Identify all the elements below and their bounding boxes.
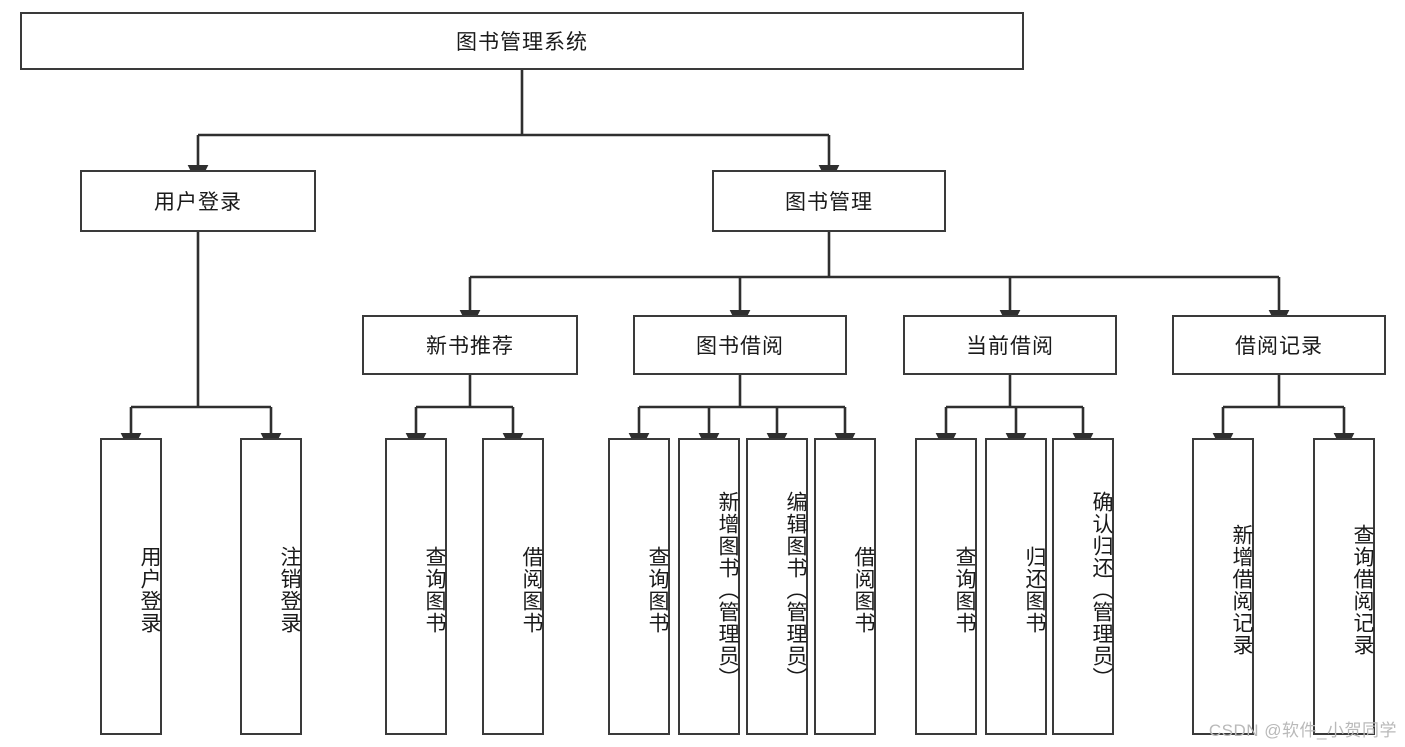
node-label: 图书管理系统 [456,31,588,54]
node-label: 查询图书 [423,545,446,634]
node-root-0-图书管理系统[interactable]: 图书管理系统 [20,12,1024,70]
node-leaf-1-注销登录[interactable]: 注销登录 [240,438,302,735]
node-level3-3-借阅记录[interactable]: 借阅记录 [1172,315,1386,375]
node-level2-1-图书管理[interactable]: 图书管理 [712,170,946,232]
node-label: 查询图书 [646,545,669,634]
node-label: 查询图书 [953,545,976,634]
node-leaf-0-用户登录[interactable]: 用户登录 [100,438,162,735]
node-label: 当前借阅 [966,335,1054,358]
node-label: 查询借阅记录 [1351,523,1374,656]
node-leaf-12-查询借阅记录[interactable]: 查询借阅记录 [1313,438,1375,735]
node-leaf-7-借阅图书[interactable]: 借阅图书 [814,438,876,735]
node-leaf-6-编辑图书管理员[interactable]: 编辑图书（管理员） [746,438,808,735]
node-label: 借阅图书 [520,545,543,634]
node-level3-2-当前借阅[interactable]: 当前借阅 [903,315,1117,375]
node-leaf-5-新增图书管理员[interactable]: 新增图书（管理员） [678,438,740,735]
node-leaf-2-查询图书[interactable]: 查询图书 [385,438,447,735]
node-label: 新增图书（管理员） [716,490,739,689]
node-label: 编辑图书（管理员） [784,490,807,689]
node-level2-0-用户登录[interactable]: 用户登录 [80,170,316,232]
node-level3-1-图书借阅[interactable]: 图书借阅 [633,315,847,375]
node-label: 借阅记录 [1235,335,1323,358]
node-leaf-10-确认归还管理员[interactable]: 确认归还（管理员） [1052,438,1114,735]
node-label: 用户登录 [138,545,161,634]
node-level3-0-新书推荐[interactable]: 新书推荐 [362,315,578,375]
node-label: 图书借阅 [696,335,784,358]
node-label: 新增借阅记录 [1230,523,1253,656]
node-leaf-3-借阅图书[interactable]: 借阅图书 [482,438,544,735]
node-label: 借阅图书 [852,545,875,634]
node-leaf-8-查询图书[interactable]: 查询图书 [915,438,977,735]
node-label: 新书推荐 [426,335,514,358]
node-leaf-11-新增借阅记录[interactable]: 新增借阅记录 [1192,438,1254,735]
node-leaf-4-查询图书[interactable]: 查询图书 [608,438,670,735]
node-label: 归还图书 [1023,545,1046,634]
node-label: 注销登录 [278,545,301,634]
csdn-watermark: CSDN @软件_小贺同学 [1208,721,1397,740]
node-label: 用户登录 [154,191,242,214]
node-label: 确认归还（管理员） [1090,490,1113,689]
node-leaf-9-归还图书[interactable]: 归还图书 [985,438,1047,735]
node-label: 图书管理 [785,191,873,214]
